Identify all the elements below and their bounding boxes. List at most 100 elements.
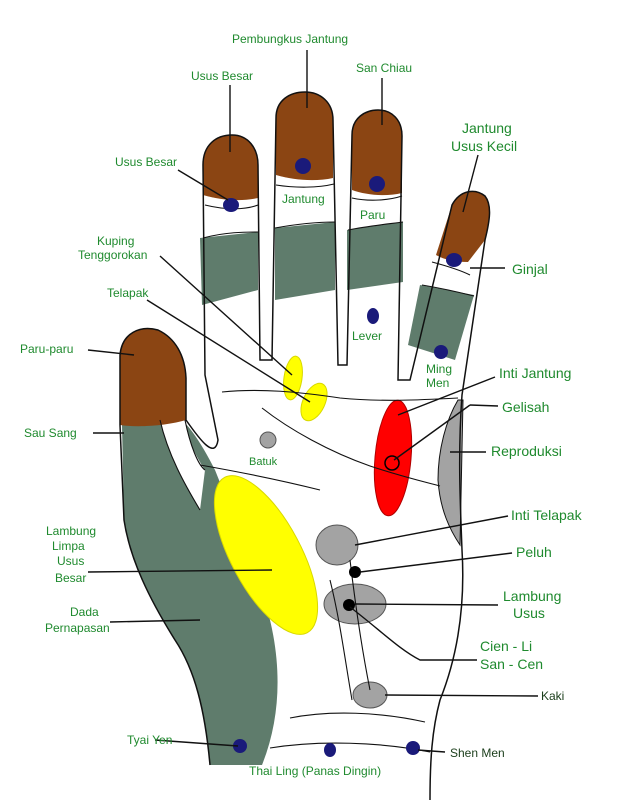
middle-crease-2 <box>274 221 336 229</box>
label-tyai-yen: Tyai Yen <box>127 733 172 747</box>
little-tip <box>436 191 490 262</box>
leader-peluh <box>359 552 513 573</box>
middle-crease-1 <box>275 183 335 188</box>
tyai-yen-point <box>233 739 247 753</box>
thumb-tip <box>120 328 186 427</box>
leader-shen-men <box>417 749 446 753</box>
palm-crease-lower <box>199 464 321 491</box>
label-thai-ling: Thai Ling (Panas Dingin) <box>249 764 381 778</box>
peluh-point <box>349 566 361 578</box>
label-peluh: Peluh <box>516 544 552 560</box>
label-pembungkus-jantung: Pembungkus Jantung <box>232 32 348 46</box>
leader-jantung-usus-kecil <box>462 154 479 213</box>
label-gelisah: Gelisah <box>502 399 549 415</box>
lever-point <box>367 308 379 324</box>
jantung-point <box>295 158 311 174</box>
ring-middle <box>347 222 403 290</box>
label-inti-telapak: Inti Telapak <box>511 507 583 523</box>
usus-besar-point <box>223 198 239 212</box>
thumb-band <box>160 420 205 510</box>
ginjal-point <box>446 253 462 267</box>
label-cien-li-2: San - Cen <box>480 656 543 672</box>
label-lambung-usus-1: Lambung <box>503 588 561 604</box>
inti-jantung-zone <box>373 399 413 517</box>
label-lambung-limpa-1: Lambung <box>46 524 96 538</box>
leader-telapak <box>146 299 311 403</box>
leader-kaki <box>384 694 539 697</box>
label-lambung-limpa-3: Usus <box>57 554 84 568</box>
little-middle <box>408 285 474 360</box>
leader-paru-paru <box>87 349 135 356</box>
index-tip <box>203 135 258 201</box>
thai-ling-point <box>324 743 336 757</box>
shen-men-point <box>406 741 420 755</box>
head-line <box>261 407 441 487</box>
ring-crease-1 <box>351 195 403 201</box>
kaki-zone <box>352 681 388 709</box>
label-jantung-uk-2: Usus Kecil <box>451 138 517 154</box>
label-kuping-2: Tenggorokan <box>78 248 147 262</box>
kuping-zone-1 <box>283 355 303 401</box>
index-crease-2 <box>202 231 259 239</box>
label-lever: Lever <box>352 329 382 343</box>
label-telapak: Telapak <box>107 286 149 300</box>
leader-cien-li <box>349 606 477 661</box>
leader-inti-jantung <box>397 376 496 416</box>
label-ming: Ming <box>426 362 452 376</box>
label-cien-li-1: Cien - Li <box>480 638 532 654</box>
label-kaki: Kaki <box>541 689 564 703</box>
kuping-zone-2 <box>300 382 328 422</box>
label-batuk: Batuk <box>249 456 278 468</box>
label-kuping-1: Kuping <box>97 234 134 248</box>
ring-tip <box>352 110 402 196</box>
label-usus-besar-side: Usus Besar <box>115 155 177 169</box>
label-ginjal: Ginjal <box>512 261 548 277</box>
thumb-crease-2 <box>184 419 206 471</box>
thumb-crease <box>159 419 201 511</box>
label-sau-sang: Sau Sang <box>24 426 77 440</box>
gelisah-point <box>384 455 400 471</box>
label-san-chiau: San Chiau <box>356 61 412 75</box>
label-lambung-limpa-4: Besar <box>55 571 86 585</box>
label-jantung: Jantung <box>282 192 325 206</box>
index-middle <box>200 232 258 305</box>
heart-line <box>221 389 459 401</box>
wrist-crease-2 <box>269 742 431 753</box>
leader-lambung-usus <box>354 603 499 606</box>
middle-middle <box>275 222 335 300</box>
leader-dada <box>109 619 201 623</box>
label-lambung-limpa-2: Limpa <box>52 539 85 553</box>
leader-gelisah <box>469 404 499 407</box>
leader-kuping <box>159 255 293 376</box>
lambung-limpa-zone <box>213 475 319 635</box>
label-lambung-usus-2: Usus <box>513 605 545 621</box>
label-paru-paru: Paru-paru <box>20 342 73 356</box>
hand-outline[interactable] <box>119 91 491 800</box>
life-line-1 <box>329 579 353 701</box>
ring-crease-2 <box>347 221 404 231</box>
wrist-crease-1 <box>289 712 426 723</box>
label-reproduksi: Reproduksi <box>491 443 562 459</box>
inti-telapak-zone <box>315 524 359 566</box>
label-paru: Paru <box>360 208 385 222</box>
leader-usus-besar-side <box>177 169 229 201</box>
paru-point <box>369 176 385 192</box>
label-usus-besar-top: Usus Besar <box>191 69 253 83</box>
label-shen-men: Shen Men <box>450 746 505 760</box>
label-dada-2: Pernapasan <box>45 621 110 635</box>
label-men: Men <box>426 376 449 390</box>
little-crease-1 <box>431 261 471 276</box>
leader-tyai-yen <box>154 739 239 747</box>
label-inti-jantung: Inti Jantung <box>499 365 571 381</box>
thumb-zone <box>122 420 278 765</box>
batuk-point <box>259 431 277 449</box>
label-jantung-uk-1: Jantung <box>462 120 512 136</box>
leader-lambung-limpa <box>87 569 273 573</box>
life-line-2 <box>349 559 371 691</box>
label-dada-1: Dada <box>70 605 99 619</box>
little-crease-2 <box>421 284 475 297</box>
middle-tip <box>276 92 333 181</box>
leader-gelisah-2 <box>393 404 471 461</box>
leader-inti-telapak <box>354 515 509 546</box>
